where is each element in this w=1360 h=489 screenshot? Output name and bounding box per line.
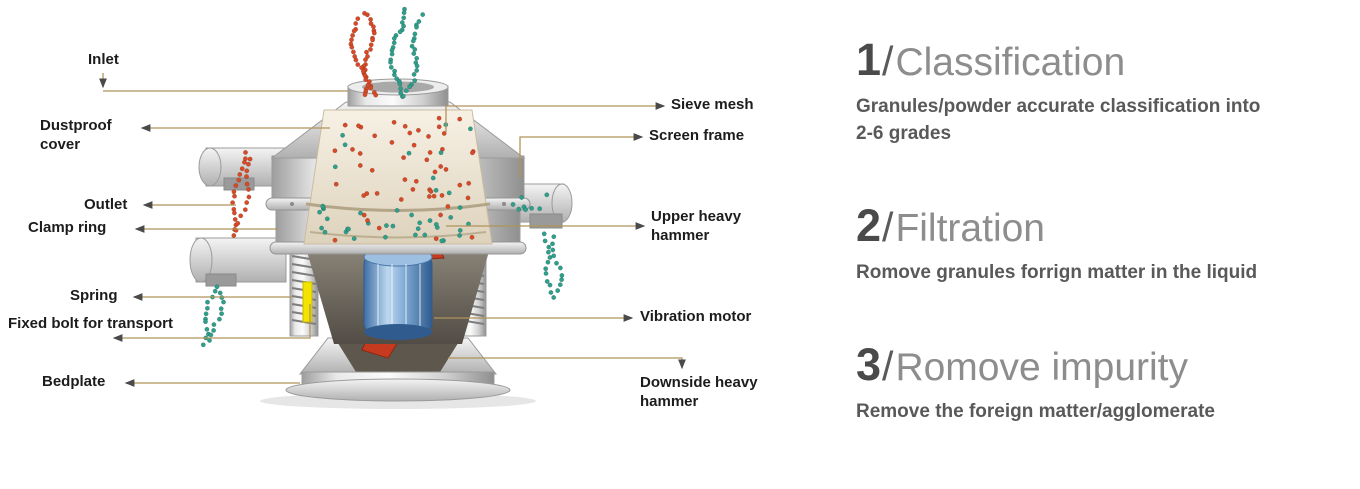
feature-slash: /	[882, 203, 894, 250]
feature-remove-impurity: 3/Romove impurity Remove the foreign mat…	[856, 341, 1330, 426]
feature-title: 2/Filtration	[856, 202, 1330, 250]
machine-diagram: Inlet Dustproof cover Outlet Clamp ring …	[8, 6, 758, 410]
feature-description: Remove the foreign matter/agglomerate	[856, 400, 1215, 422]
feature-classification: 1/Classification Granules/powder accurat…	[856, 36, 1330, 148]
label-dustproof-cover: Dustproof cover	[40, 117, 112, 153]
label-downside-heavy-hammer: Downside heavy hammer	[640, 374, 758, 410]
feature-name: Romove impurity	[895, 345, 1189, 389]
leader-fixed-bolt	[112, 304, 311, 342]
vibration-motor-shape	[306, 239, 490, 344]
label-upper-heavy-hammer: Upper heavy hammer	[651, 208, 742, 244]
interior-cutaway	[303, 109, 493, 245]
leader-downside-heavy-hammer	[448, 357, 686, 370]
feature-title: 3/Romove impurity	[856, 341, 1330, 389]
leader-screen-frame	[519, 133, 644, 178]
particle-streams	[200, 6, 565, 348]
feature-number: 1	[856, 34, 882, 85]
label-inlet: Inlet	[88, 51, 119, 68]
leader-sieve-mesh	[445, 102, 666, 132]
base-pedestal	[285, 335, 511, 402]
label-outlet: Outlet	[84, 196, 128, 213]
features-panel: 1/Classification Granules/powder accurat…	[820, 0, 1360, 489]
label-spring: Spring	[70, 287, 118, 304]
vibrating-sieve-illustration	[99, 6, 686, 409]
feature-name: Classification	[895, 41, 1126, 84]
feature-slash: /	[882, 38, 894, 84]
feature-title: 1/Classification	[856, 36, 1330, 84]
feature-number: 2	[856, 199, 882, 251]
downside-heavy-hammer-shape	[364, 324, 432, 340]
transport-bolt-shape	[302, 281, 313, 323]
feature-filtration: 2/Filtration Romove granules forrign mat…	[856, 202, 1330, 287]
feature-slash: /	[882, 342, 894, 389]
label-bedplate: Bedplate	[42, 373, 106, 390]
feature-number: 3	[856, 338, 882, 390]
feature-description: Romove granules forrign matter in the li…	[856, 261, 1258, 283]
feature-description: Granules/powder accurate classification …	[856, 95, 1261, 144]
feature-name: Filtration	[895, 206, 1045, 250]
leader-lines	[99, 73, 686, 387]
label-vibration-motor: Vibration motor	[640, 308, 752, 325]
label-fixed-bolt: Fixed bolt for transport	[8, 315, 173, 332]
label-sieve-mesh: Sieve mesh	[671, 96, 754, 113]
left-lower-spout	[189, 237, 287, 287]
label-screen-frame: Screen frame	[649, 127, 745, 144]
label-clamp-ring: Clamp ring	[28, 219, 107, 236]
